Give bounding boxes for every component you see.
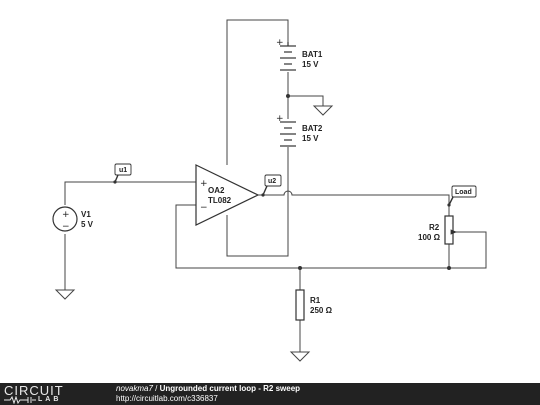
author-link[interactable]: novakma7 [116, 384, 153, 393]
resistor-r1[interactable] [295, 289, 305, 321]
probe-u1[interactable] [113, 163, 132, 184]
ground-symbol-supply [312, 105, 334, 116]
opamp-model: TL082 [208, 196, 232, 205]
footer-bar: CIRCUIT LAB novakma7 / Ungrounded curren… [0, 383, 540, 405]
opamp-minus-input: − [200, 203, 208, 213]
circuit-url[interactable]: http://circuitlab.com/c336837 [116, 394, 218, 403]
logo-top-text: CIRCUIT [4, 383, 64, 398]
wire-neg-supply [226, 163, 289, 257]
junction-r1 [298, 266, 302, 270]
bat1-name: BAT1 [302, 50, 323, 59]
bat2-value: 15 V [302, 134, 319, 143]
ground-symbol-r1 [289, 351, 311, 362]
wire-feedback [175, 204, 487, 269]
potentiometer-r2[interactable] [444, 215, 458, 245]
bat2-plus-sign: + [276, 114, 284, 124]
circuitlab-logo[interactable]: CIRCUIT LAB [4, 384, 90, 404]
bat1-plus-sign: + [276, 38, 284, 48]
junction-r2 [447, 266, 451, 270]
logo-wave-icon [4, 396, 36, 404]
battery-bat2[interactable] [280, 121, 296, 147]
logo-bottom-text: LAB [38, 396, 62, 403]
wire-v1-top [64, 181, 196, 205]
circuit-credit: novakma7 / Ungrounded current loop - R2 … [116, 384, 300, 394]
wire-top-rail [226, 19, 289, 165]
v1-value: 5 V [81, 220, 94, 229]
bat1-value: 15 V [302, 60, 319, 69]
ground-symbol-v1 [54, 289, 76, 300]
probe-load[interactable] [447, 185, 477, 207]
credit-separator: / [152, 384, 160, 393]
probe-u2-label: u2 [268, 178, 276, 185]
battery-bat1[interactable] [280, 42, 296, 71]
voltage-source-v1[interactable] [52, 206, 78, 232]
r2-value: 100 Ω [418, 233, 441, 242]
circuit-title[interactable]: Ungrounded current loop - R2 sweep [159, 384, 301, 393]
probe-u2[interactable] [261, 174, 282, 197]
opamp-oa2[interactable] [195, 164, 260, 226]
probe-u1-label: u1 [119, 167, 127, 174]
v1-minus-sign: − [62, 222, 70, 232]
probe-load-label: Load [455, 189, 472, 196]
bat2-name: BAT2 [302, 124, 323, 133]
v1-plus-sign: + [62, 210, 70, 220]
opamp-name: OA2 [208, 186, 225, 195]
wire-output [258, 190, 450, 216]
r2-name: R2 [429, 223, 440, 232]
opamp-plus-input: + [200, 179, 208, 189]
wire-ground-tap [288, 95, 324, 106]
schematic-canvas: + BAT1 15 V + BAT2 15 V + − OA2 TL082 + … [52, 19, 487, 362]
junction-ground-tap [286, 94, 290, 98]
r1-name: R1 [310, 296, 321, 305]
v1-name: V1 [81, 210, 91, 219]
r1-value: 250 Ω [310, 306, 333, 315]
